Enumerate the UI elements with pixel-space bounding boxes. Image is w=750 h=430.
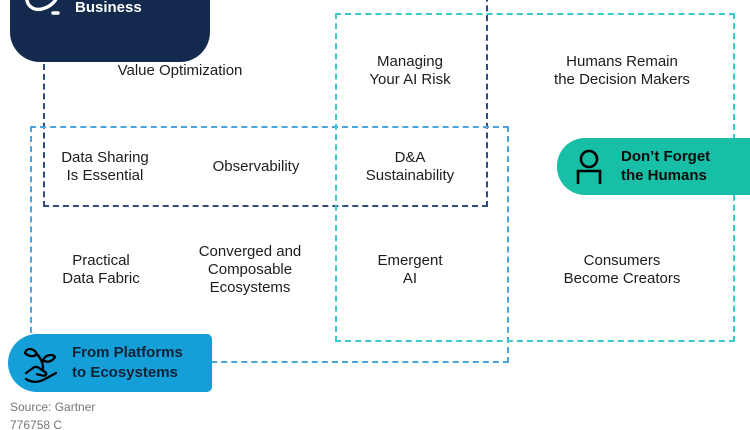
trend-managing-your-ai-risk: Managing Your AI Risk — [369, 53, 451, 88]
dont-forget-humans-badge: Don’t Forget the Humans — [557, 138, 750, 195]
document-id: 776758 C — [10, 418, 63, 430]
platforms-to-ecosystems-badge-label: From Platforms to Ecosystems — [72, 344, 183, 381]
trend-practical-data-fabric: Practical Data Fabric — [62, 252, 140, 287]
business-theme-badge: Business — [10, 0, 210, 62]
sprout-in-hand-icon — [23, 347, 58, 383]
trend-consumers-become-creators: Consumers Become Creators — [563, 252, 681, 287]
trend-humans-remain-decision-makers: Humans Remain the Decision Makers — [554, 53, 690, 88]
trend-observability: Observability — [212, 158, 300, 175]
ecosystems-theme-box — [30, 126, 509, 363]
business-theme-box — [43, 0, 488, 207]
swoosh-icon — [25, 0, 60, 15]
trend-converged-composable-ecosystems: Converged and Composable Ecosystems — [198, 243, 302, 296]
trend-da-sustainability: D&A Sustainability — [365, 149, 455, 184]
business-badge-label: Business — [75, 0, 142, 16]
platforms-to-ecosystems-badge: From Platforms to Ecosystems — [8, 334, 212, 392]
dont-forget-humans-badge-label: Don’t Forget the Humans — [621, 148, 711, 184]
trend-data-sharing-is-essential: Data Sharing Is Essential — [61, 149, 149, 184]
source-attribution: Source: Gartner — [10, 400, 96, 414]
trend-value-optimization: Value Optimization — [117, 62, 243, 79]
trend-emergent-ai: Emergent AI — [377, 252, 443, 287]
person-icon — [576, 149, 602, 184]
